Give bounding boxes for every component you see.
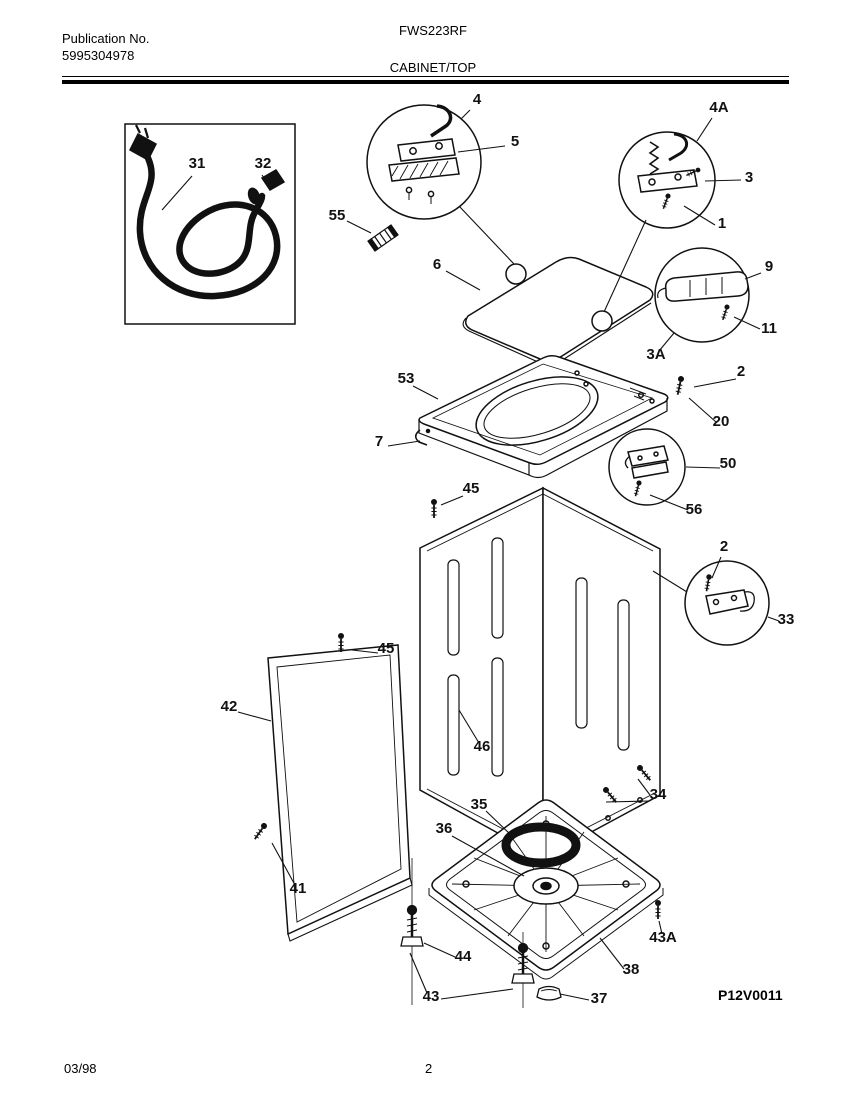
callout-label-43: 43 <box>423 988 440 1005</box>
leveling-leg-front <box>400 904 424 947</box>
hinge-spring <box>648 141 660 175</box>
lid-switch-lever <box>624 455 631 469</box>
callout-label-38: 38 <box>623 961 640 978</box>
publication-number: 5995304978 <box>62 48 135 63</box>
callout-label-33: 33 <box>778 611 795 628</box>
footer-date-code: 03/98 <box>64 1061 97 1076</box>
callout-label-9: 9 <box>765 258 773 275</box>
power-cord <box>136 154 281 300</box>
detail-circle-hinge-4 <box>366 104 482 220</box>
callout-label-11: 11 <box>761 320 777 337</box>
callout-labels: 31 32 4 5 55 4A 3 1 6 9 11 3A 53 2 20 7 … <box>189 91 795 1007</box>
header-rule-thick <box>62 80 789 84</box>
cord-connector <box>247 187 261 205</box>
callout-label-53: 53 <box>398 370 415 387</box>
publication-label: Publication No. <box>62 31 150 46</box>
callout-label-36: 36 <box>436 820 453 837</box>
detail-circle-trim-9 <box>654 247 750 343</box>
switch-bracket <box>705 589 749 615</box>
callout-label-43a: 43A <box>649 929 677 946</box>
callout-label-37: 37 <box>591 990 608 1007</box>
diagram-id-code: P12V0011 <box>718 987 783 1003</box>
callout-label-31: 31 <box>189 155 206 172</box>
callout-label-44: 44 <box>455 948 472 965</box>
callout-label-55: 55 <box>329 207 346 224</box>
front-panel <box>267 644 413 942</box>
callout-label-7: 7 <box>375 433 383 450</box>
hinge-hook <box>430 104 453 138</box>
wash-opening-inner <box>483 383 591 439</box>
wash-opening-outer <box>475 376 599 446</box>
detail-circle-lid-switch <box>608 428 686 506</box>
callout-label-5: 5 <box>511 133 519 150</box>
callout-label-3: 3 <box>745 169 753 186</box>
callout-label-50: 50 <box>720 455 737 472</box>
washer-lid <box>462 256 654 366</box>
cabinet-top-panel <box>414 354 669 479</box>
callout-label-2-top: 2 <box>737 363 745 380</box>
callout-label-32: 32 <box>255 155 272 172</box>
callout-label-34: 34 <box>650 786 667 803</box>
hinge-bracket <box>397 138 456 162</box>
strain-relief-part <box>367 224 399 252</box>
callout-label-42: 42 <box>221 698 238 715</box>
model-number: FWS223RF <box>399 23 467 38</box>
hinge-hook <box>668 132 689 162</box>
leveling-leg-rear <box>511 942 535 984</box>
leveling-legs <box>400 858 562 1008</box>
callout-label-46: 46 <box>474 738 491 755</box>
section-title: CABINET/TOP <box>389 60 477 75</box>
callout-label-35: 35 <box>471 796 488 813</box>
rubber-foot <box>536 985 562 1001</box>
hinge-pin-left <box>505 263 527 285</box>
detail-circle-hinge-4a <box>618 131 716 229</box>
callout-label-2-mid: 2 <box>720 538 728 555</box>
footer-page-number: 2 <box>425 1061 433 1076</box>
base-pan <box>428 799 664 980</box>
leader-lines <box>161 109 780 1001</box>
pump-ring <box>501 822 581 868</box>
trim-piece <box>664 271 749 302</box>
callout-label-45-top: 45 <box>463 480 480 497</box>
lid-switch-body <box>627 445 669 467</box>
hinge-bracket <box>637 169 698 193</box>
hinge-pin-7 <box>414 429 428 446</box>
callout-label-56: 56 <box>686 501 703 518</box>
callout-label-6: 6 <box>433 256 441 273</box>
callout-label-45-left: 45 <box>378 640 395 657</box>
cord-terminal <box>260 169 286 191</box>
callout-label-3a: 3A <box>646 346 665 363</box>
callout-label-41: 41 <box>290 880 307 897</box>
header-rule-thin <box>62 76 789 77</box>
hinge-pin-right <box>591 310 613 332</box>
callout-label-20: 20 <box>713 413 730 430</box>
cabinet-wrapper <box>419 486 661 860</box>
callout-label-4: 4 <box>473 91 482 108</box>
callout-label-1: 1 <box>718 215 726 232</box>
detail-circle-switch-33 <box>684 560 770 646</box>
power-cord-box <box>124 123 296 325</box>
callout-label-4a: 4A <box>709 99 728 116</box>
